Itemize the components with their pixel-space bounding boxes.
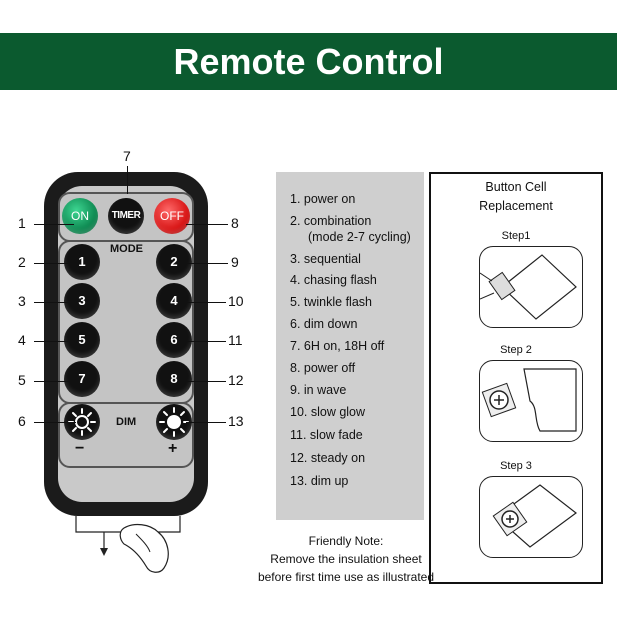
dim-label: DIM — [116, 416, 137, 428]
list-item: 11. slow fade — [290, 428, 363, 442]
leader-line — [127, 166, 128, 194]
callout-8: 8 — [231, 215, 239, 231]
leader-line — [34, 422, 76, 423]
callout-4: 4 — [18, 332, 26, 348]
plus-sign: + — [168, 440, 178, 457]
callout-6: 6 — [18, 413, 26, 429]
off-button[interactable]: OFF — [154, 198, 190, 234]
step-2-label: Step 2 — [500, 344, 532, 356]
list-item: 8. power off — [290, 361, 356, 375]
mode-label: MODE — [110, 243, 143, 255]
leader-line — [186, 224, 228, 225]
mode-3-button[interactable]: 3 — [64, 283, 100, 319]
list-item: 7. 6H on, 18H off — [290, 339, 385, 353]
list-item: (mode 2-7 cycling) — [308, 230, 411, 244]
mode-4-button[interactable]: 4 — [156, 283, 192, 319]
leader-line — [34, 263, 76, 264]
list-item: 5. twinkle flash — [290, 295, 372, 309]
remote-body: ON TIMER OFF MODE 1 3 5 7 2 4 6 8 — [44, 172, 208, 516]
leader-line — [186, 302, 226, 303]
callout-3: 3 — [18, 293, 26, 309]
step-1-label: Step1 — [501, 230, 531, 242]
mode-8-button[interactable]: 8 — [156, 361, 192, 397]
bright-sun-icon — [159, 407, 189, 437]
list-item: 13. dim up — [290, 474, 349, 488]
callout-10: 10 — [228, 293, 244, 309]
coin-cell-icon — [481, 368, 577, 432]
replacement-title-line-2: Replacement — [479, 199, 553, 213]
battery-replacement-panel: Button Cell Replacement Step1 Step 2 Ste… — [429, 172, 603, 584]
mode-6-button[interactable]: 6 — [156, 322, 192, 358]
mode-2-button[interactable]: 2 — [156, 244, 192, 280]
list-item: 2. combination — [290, 214, 372, 228]
leader-line — [34, 224, 74, 225]
function-list: 1. power on 2. combination (mode 2-7 cyc… — [276, 172, 424, 520]
callout-13: 13 — [228, 413, 244, 429]
step-3-label: Step 3 — [500, 460, 532, 472]
callout-9: 9 — [231, 254, 239, 270]
battery-tray-icon — [479, 254, 577, 320]
list-item: 6. dim down — [290, 317, 358, 331]
leader-line — [186, 263, 228, 264]
list-item: 10. slow glow — [290, 405, 366, 419]
callout-2: 2 — [18, 254, 26, 270]
callout-5: 5 — [18, 372, 26, 388]
callout-12: 12 — [228, 372, 244, 388]
callout-7: 7 — [123, 148, 131, 164]
page-title: Remote Control — [173, 41, 444, 82]
note-line-1: Remove the insulation sheet — [270, 552, 422, 566]
list-item: 3. sequential — [290, 252, 361, 266]
leader-line — [34, 302, 76, 303]
replacement-title-line-1: Button Cell — [485, 180, 547, 194]
mode-5-button[interactable]: 5 — [64, 322, 100, 358]
title-banner: Remote Control — [0, 33, 617, 90]
callout-11: 11 — [228, 332, 243, 348]
on-button[interactable]: ON — [62, 198, 98, 234]
timer-button[interactable]: TIMER — [108, 198, 144, 234]
leader-line — [186, 422, 226, 423]
leader-line — [34, 341, 76, 342]
leader-line — [186, 341, 226, 342]
dim-sun-icon — [68, 408, 96, 436]
minus-sign: − — [75, 440, 85, 457]
callout-1: 1 — [18, 215, 26, 231]
mode-7-button[interactable]: 7 — [64, 361, 100, 397]
note-heading: Friendly Note: — [308, 534, 384, 548]
note-line-2: before first time use as illustrated — [257, 570, 435, 584]
step-2-illustration — [479, 360, 583, 442]
insert-battery-icon — [492, 484, 577, 548]
remote-face: ON TIMER OFF MODE 1 3 5 7 2 4 6 8 — [58, 186, 194, 502]
list-item: 9. in wave — [290, 383, 347, 397]
list-item: 12. steady on — [290, 451, 366, 465]
list-item: 4. chasing flash — [290, 273, 377, 287]
list-item: 1. power on — [290, 192, 356, 206]
leader-line — [186, 381, 226, 382]
step-3-illustration — [479, 476, 583, 558]
step-1-illustration — [479, 246, 583, 328]
mode-1-button[interactable]: 1 — [64, 244, 100, 280]
leader-line — [34, 381, 76, 382]
